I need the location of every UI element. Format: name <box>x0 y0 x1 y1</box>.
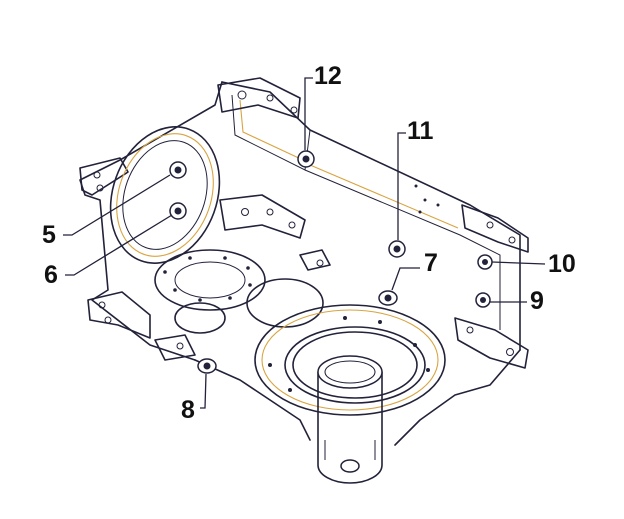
plug-ports <box>169 150 493 374</box>
side-flange <box>109 126 221 264</box>
leader-10 <box>491 261 546 265</box>
port-10 <box>477 254 493 270</box>
callout-8: 8 <box>181 396 195 424</box>
port-8 <box>197 358 217 374</box>
leader-lines <box>63 77 546 409</box>
leader-6 <box>65 214 173 276</box>
callout-11: 11 <box>407 117 434 145</box>
callout-6: 6 <box>44 261 58 289</box>
bottom-openings <box>154 249 324 334</box>
callout-5: 5 <box>42 221 56 249</box>
leader-7 <box>391 267 420 291</box>
callout-10: 10 <box>548 250 576 278</box>
mounting-feet <box>79 77 529 369</box>
leader-12 <box>304 77 313 150</box>
output-flange <box>254 304 446 416</box>
callout-12: 12 <box>314 62 342 90</box>
leader-8 <box>200 373 207 409</box>
port-6 <box>169 202 187 220</box>
leader-5 <box>63 174 171 236</box>
port-5 <box>169 161 187 179</box>
callout-9: 9 <box>530 287 544 315</box>
port-7 <box>378 290 398 306</box>
callout-7: 7 <box>424 249 438 277</box>
port-9 <box>475 292 491 308</box>
leader-11 <box>397 132 406 240</box>
port-11 <box>388 240 406 258</box>
housing-outline <box>79 81 521 446</box>
output-shaft <box>317 355 383 484</box>
port-12 <box>297 150 315 168</box>
